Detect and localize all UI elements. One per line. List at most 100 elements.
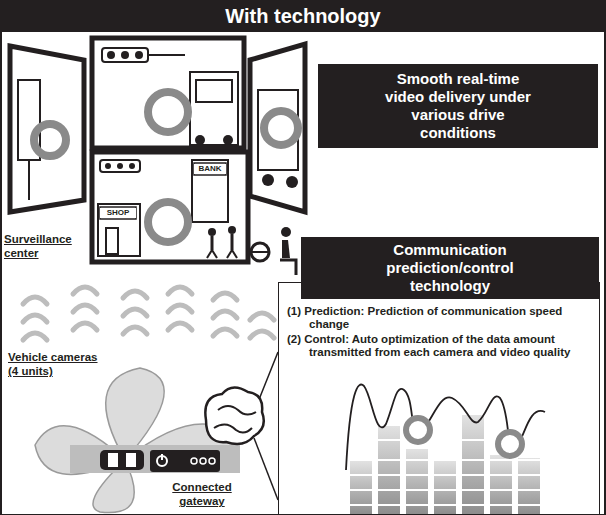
radio-waves [168, 287, 192, 294]
monitor-right [262, 174, 274, 186]
speed-chart [434, 460, 456, 515]
monitor-bottom [148, 202, 188, 242]
technology-panel: Communication prediction/control technol… [278, 282, 600, 515]
monitor-bottom [192, 160, 228, 222]
speed-chart [498, 432, 522, 456]
monitor-bottom [100, 160, 140, 172]
monitor-left [28, 160, 30, 200]
monitor-bottom [92, 152, 248, 262]
radio-waves [168, 305, 192, 312]
monitor-bottom [228, 226, 236, 234]
monitor-bottom [100, 207, 136, 219]
monitor-top [121, 51, 129, 59]
monitor-top [92, 38, 244, 148]
gateway-device [209, 458, 215, 464]
road-and-vehicle [108, 453, 118, 467]
radio-waves [73, 305, 97, 312]
speed-chart [348, 459, 542, 461]
radio-waves [168, 323, 192, 330]
panel-item: (1) Prediction: Prediction of communicat… [287, 305, 587, 331]
monitor-bottom [231, 234, 234, 250]
monitor-top [196, 80, 232, 102]
driver-icon [251, 227, 296, 275]
monitor-bottom [207, 250, 212, 258]
monitor-left [34, 124, 66, 156]
monitor-bottom [232, 250, 237, 258]
monitor-bottom [105, 163, 111, 169]
monitor-bottom [212, 250, 217, 258]
brain-icon [218, 406, 256, 415]
monitor-left [10, 46, 84, 212]
radio-waves [123, 327, 147, 334]
speed-chart [348, 489, 542, 491]
part-label: Surveillance center [4, 232, 88, 261]
brain-icon [254, 438, 278, 500]
title-bar: With technology [0, 0, 606, 32]
radio-waves [250, 313, 274, 320]
road-and-vehicle [70, 445, 240, 473]
radio-waves [213, 329, 237, 336]
gateway-device [150, 450, 220, 472]
monitor-bottom [106, 228, 118, 254]
gateway-device [191, 458, 197, 464]
speed-chart [350, 461, 372, 515]
monitor-top [92, 38, 244, 148]
monitor-left [10, 46, 84, 212]
monitor-top [148, 92, 188, 132]
speed-chart [518, 458, 540, 515]
speed-chart [348, 504, 542, 506]
radio-waves [23, 287, 274, 340]
radio-waves [73, 287, 97, 294]
driver-icon [280, 260, 296, 275]
panel-item: (2) Control: Auto optimization of the da… [287, 333, 587, 359]
gateway-device [200, 458, 206, 464]
headline-text: Smooth real-time video delivery under va… [383, 70, 533, 142]
monitor-top [148, 54, 185, 56]
brain-icon [205, 387, 263, 444]
speed-chart [348, 474, 542, 476]
monitor-top [107, 51, 115, 59]
monitor-right [286, 176, 298, 188]
monitor-right [258, 90, 298, 170]
monitor-bottom [211, 236, 214, 250]
brain-icon [205, 352, 278, 500]
speed-chart [406, 418, 430, 442]
monitor-top [190, 72, 238, 145]
radio-waves [250, 331, 274, 338]
monitor-right [250, 44, 305, 212]
radio-waves [23, 315, 47, 322]
gateway-device [150, 450, 220, 472]
speed-chart [346, 385, 545, 470]
monitor-top [195, 135, 205, 145]
panel-heading: Communication prediction/control technol… [301, 237, 599, 299]
monitor-bottom [227, 250, 232, 258]
driver-icon [251, 243, 269, 261]
road-and-vehicle [100, 450, 144, 470]
radio-waves [23, 333, 47, 340]
part-label: Connected gateway [162, 480, 242, 509]
monitor-top [135, 51, 143, 59]
monitor-bottom [194, 163, 226, 175]
road-and-vehicle [70, 445, 240, 473]
gateway-device [161, 454, 163, 460]
monitor-right [250, 44, 305, 212]
monitor-bottom [208, 228, 216, 236]
monitor-bottom [92, 152, 248, 262]
monitor-right [264, 111, 298, 145]
driver-icon [251, 251, 269, 253]
driver-icon [282, 240, 290, 258]
road-and-vehicle [126, 453, 136, 467]
radio-waves [73, 323, 97, 330]
sign-text: BANK [194, 164, 226, 174]
brain-icon [258, 352, 278, 402]
speed-chart [462, 415, 484, 515]
monitor-top [102, 48, 148, 62]
headline-box: Smooth real-time video delivery under va… [318, 64, 598, 148]
sign-text: SHOP [100, 208, 136, 218]
monitor-bottom [129, 163, 135, 169]
radio-waves [23, 297, 47, 304]
radio-waves [213, 311, 237, 318]
monitor-top [223, 135, 233, 145]
